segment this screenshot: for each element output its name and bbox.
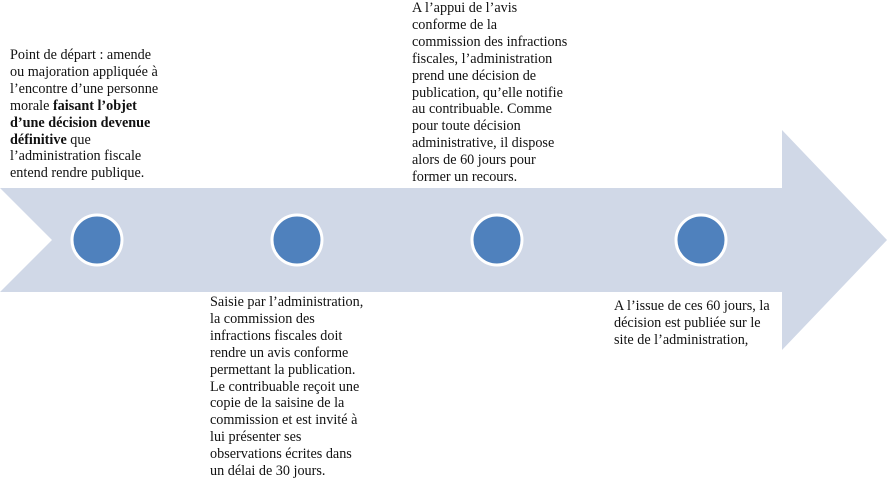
text-line: pour toute décision [412,118,567,135]
text-segment: commission et est invité à [210,412,358,429]
text-line: rendre un avis conforme [210,345,363,362]
text-line: A l’issue de ces 60 jours, la [614,298,770,315]
text-segment: que [66,131,91,148]
text-segment: former un recours. [412,169,518,186]
text-line: observations écrites dans [210,446,363,463]
text-line: commission des infractions [412,34,567,51]
text-line: commission et est invité à [210,412,363,429]
text-line: la commission des [210,311,363,328]
text-segment: observations écrites dans [210,446,352,463]
text-segment: Point de départ : amende [10,47,152,63]
text-segment: fiscales, l’administration [412,50,553,67]
text-line: copie de la saisine de la [210,395,363,412]
text-segment: morale [10,97,53,114]
text-segment: décision est publiée sur le [614,314,761,331]
text-segment: un délai de 30 jours. [210,463,326,480]
text-line: site de l’administration, [614,332,770,349]
bold-text: d’une décision devenue [10,114,151,131]
text-line: lui présenter ses [210,429,363,446]
text-line: Saisie par l’administration, [210,294,363,311]
text-segment: pour toute décision [412,118,521,135]
text-line: définitive que [10,132,158,149]
text-line: permettant la publication. [210,362,363,379]
milestone-4 [674,213,728,267]
text-segment: A l’issue de ces 60 jours, la [614,298,770,314]
text-line: alors de 60 jours pour [412,152,567,169]
text-line: morale faisant l’objet [10,98,158,115]
text-segment: Saisie par l’administration, [210,294,364,310]
text-segment: entend rendre publique. [10,165,145,182]
arrow-shape [0,130,887,350]
text-segment: alors de 60 jours pour [412,152,536,169]
text-line: au contribuable. Comme [412,101,567,118]
bold-text: définitive [10,131,67,148]
text-line: un délai de 30 jours. [210,463,363,480]
text-segment: copie de la saisine de la [210,395,345,412]
text-line: conforme de la [412,17,567,34]
text-line: Point de départ : amende [10,47,158,64]
text-segment: commission des infractions [412,33,568,50]
text-line: infractions fiscales doit [210,328,363,345]
text-line: l’administration fiscale [10,148,158,165]
text-segment: Le contribuable reçoit une [210,378,360,395]
text-segment: rendre un avis conforme [210,344,349,361]
text-segment: la commission des [210,310,315,327]
text-line: décision est publiée sur le [614,315,770,332]
text-segment: prend une décision de [412,67,537,84]
text-line: prend une décision de [412,68,567,85]
text-line: Le contribuable reçoit une [210,379,363,396]
text-segment: publication, qu’elle notifie [412,84,563,101]
text-line: publication, qu’elle notifie [412,85,567,102]
text-line: entend rendre publique. [10,165,158,182]
text-segment: permettant la publication. [210,361,356,378]
milestone-1 [70,213,124,267]
text-segment: conforme de la [412,16,498,33]
text-segment: l’encontre d’une personne [10,80,159,97]
milestone-2 [270,213,324,267]
text-segment: A l’appui de l’avis [412,0,518,16]
text-line: former un recours. [412,169,567,186]
text-segment: site de l’administration, [614,331,749,348]
text-segment: ou majoration appliquée à [10,63,158,80]
text-line: ou majoration appliquée à [10,64,158,81]
text-line: A l’appui de l’avis [412,0,567,17]
text-segment: lui présenter ses [210,429,302,446]
bold-text: faisant l’objet [52,97,137,114]
text-line: d’une décision devenue [10,115,158,132]
text-segment: administrative, il dispose [412,135,555,152]
step-2-text: Saisie par l’administration,la commissio… [210,294,363,480]
text-line: l’encontre d’une personne [10,81,158,98]
text-segment: au contribuable. Comme [412,101,552,118]
text-line: administrative, il dispose [412,135,567,152]
text-segment: l’administration fiscale [10,148,142,165]
text-line: fiscales, l’administration [412,51,567,68]
text-segment: infractions fiscales doit [210,327,343,344]
milestone-3 [470,213,524,267]
